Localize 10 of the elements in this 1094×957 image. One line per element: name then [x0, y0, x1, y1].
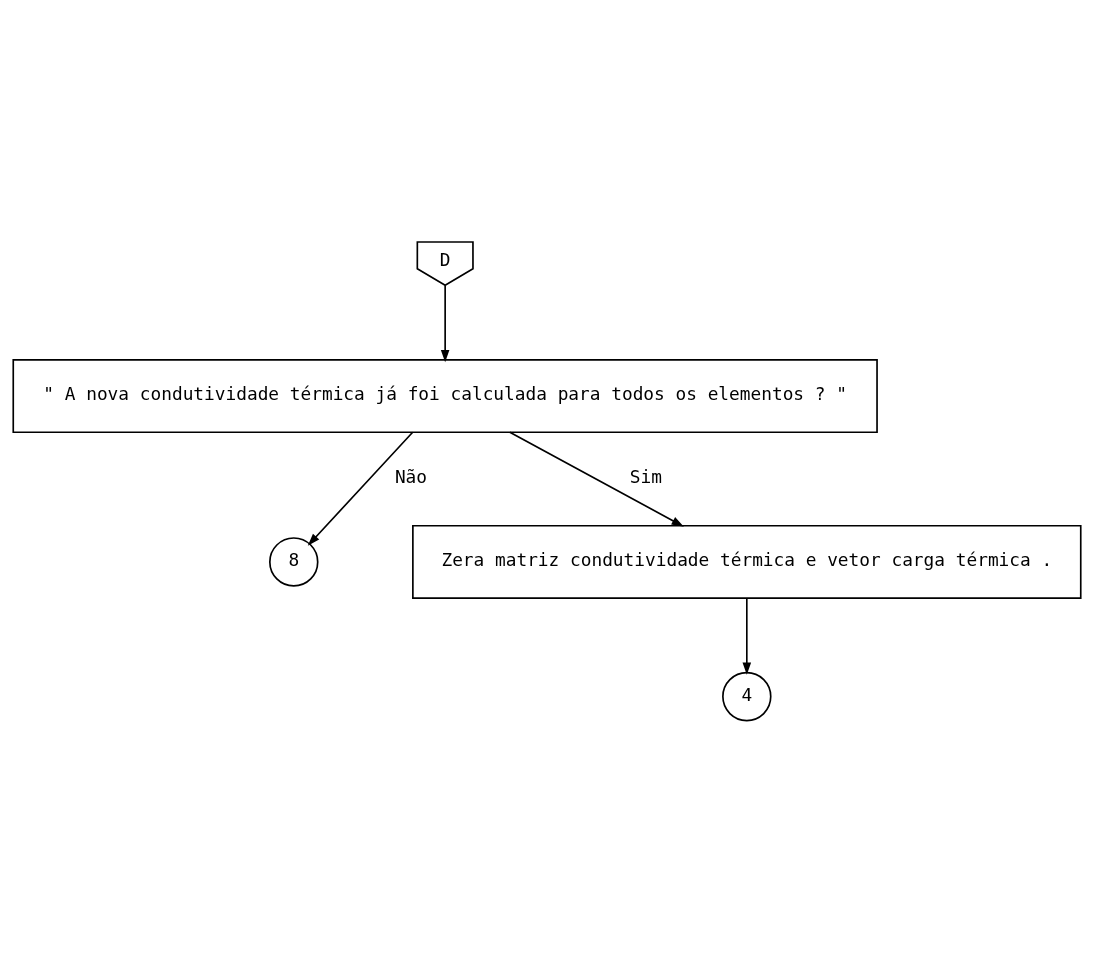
arrow: [307, 430, 414, 546]
node-box: " A nova condutividade térmica já foi calculada para todos os elementos ? ": [12, 358, 878, 433]
arrow: [509, 430, 684, 527]
arrow: [742, 596, 752, 675]
node-circle: 8: [269, 536, 319, 587]
edge-label: Sim: [629, 465, 662, 487]
node-circle: 4: [722, 671, 772, 721]
edge-label: Não: [394, 465, 428, 487]
node-box: Zera matriz condutividade térmica e vetor carga térmica .: [412, 524, 1082, 599]
arrow: [440, 284, 450, 362]
